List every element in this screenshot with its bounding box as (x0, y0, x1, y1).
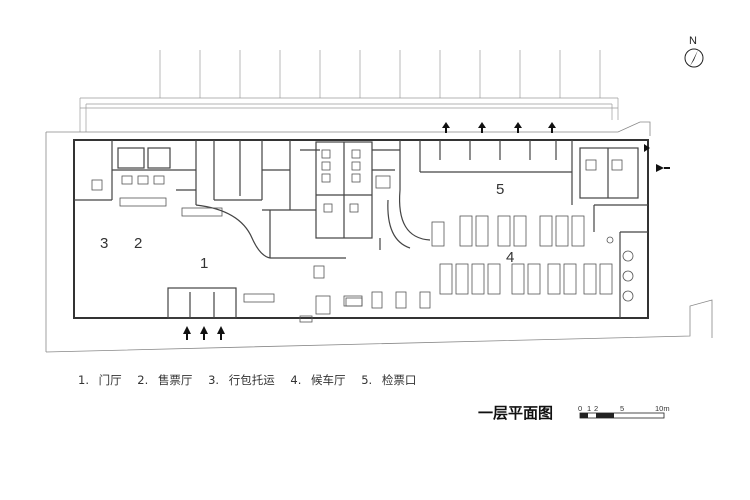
legend-name: 门厅 (98, 373, 122, 387)
legend-name: 售票厅 (157, 373, 193, 387)
legend-num: 2. (137, 373, 149, 387)
legend-num: 5. (361, 373, 373, 387)
toilet-fixtures (91, 149, 623, 213)
site-outline (45, 121, 713, 353)
scale-tick-0: 0 (578, 404, 582, 413)
scale-tick-2: 2 (594, 404, 598, 413)
north-label: N (689, 35, 697, 47)
scale-tick-1: 1 (587, 404, 591, 413)
room-label-4: 4 (506, 249, 514, 266)
exterior-walls (73, 139, 649, 319)
legend-item: 1. 门厅 (78, 373, 128, 387)
canopy-grid (79, 50, 619, 132)
room-label-3: 3 (100, 235, 108, 252)
legend-item: 5. 检票口 (361, 373, 422, 387)
room-label-2: 2 (134, 235, 142, 252)
legend-num: 1. (78, 373, 89, 387)
room-legend: 1. 门厅 2. 售票厅 3. 行包托运 4. 候车厅 5. 检票口 (78, 372, 428, 388)
round-tables (606, 236, 634, 302)
scale-tick-10: 10m (655, 404, 670, 413)
legend-num: 4. (290, 373, 302, 387)
legend-name: 行包托运 (228, 373, 275, 387)
counters (119, 197, 445, 323)
legend-item: 4. 候车厅 (290, 373, 351, 387)
waiting-seats (345, 215, 613, 309)
interior-walls (74, 140, 648, 319)
room-label-5: 5 (496, 181, 504, 198)
entrance-arrows (183, 122, 670, 340)
plan-title: 一层平面图 (478, 404, 554, 422)
legend-name: 检票口 (381, 373, 417, 387)
legend-item: 2. 售票厅 (137, 373, 198, 387)
legend-item: 3. 行包托运 (208, 373, 281, 387)
scale-bar: 0 1 2 5 10m (578, 404, 670, 419)
scale-tick-5: 5 (620, 404, 624, 413)
legend-name: 候车厅 (311, 373, 346, 387)
curved-walls (195, 189, 431, 259)
north-arrow-icon: N (684, 35, 704, 68)
room-label-1: 1 (200, 255, 208, 272)
legend-num: 3. (208, 373, 220, 387)
